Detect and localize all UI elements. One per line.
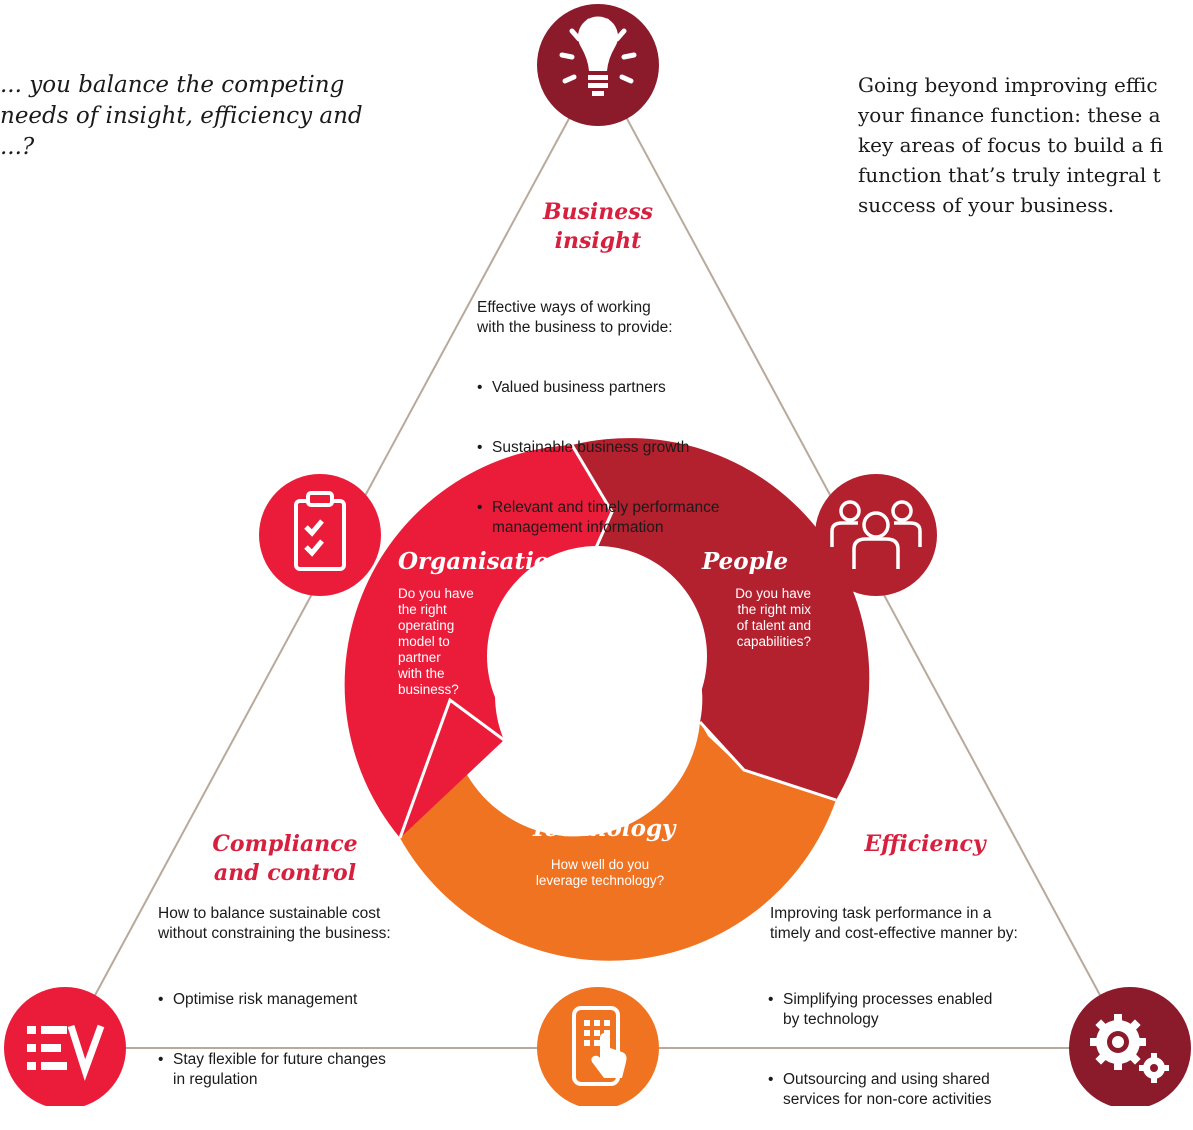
efficiency-bullet: Simplifying processes enabled by technol… (768, 990, 992, 1030)
compliance-title: Compliance and control (212, 831, 358, 886)
efficiency-list: Simplifying processes enabled by technol… (768, 950, 992, 1130)
compliance-list: Optimise risk management Stay flexible f… (158, 950, 386, 1110)
people-question: Do you have the right mix of talent and … (735, 586, 811, 649)
people-title: People (702, 548, 789, 575)
compliance-bullet: Stay flexible for future changes in regu… (158, 1050, 386, 1090)
efficiency-intro: Improving task performance in a timely a… (770, 905, 1018, 942)
compliance-intro: How to balance sustainable cost without … (158, 905, 391, 942)
ring-center (487, 546, 707, 766)
intro-description-text: Going beyond improving effic your financ… (858, 73, 1164, 217)
business-insight-list: Valued business partners Sustainable bus… (477, 338, 719, 558)
business-insight-bullet: Valued business partners (477, 378, 719, 398)
intro-question-text: ... you balance the competing needs of i… (0, 72, 363, 160)
technology-title: Technology (530, 815, 676, 842)
compliance-bullet: Optimise risk management (158, 990, 386, 1010)
business-insight-title: Business insight (542, 199, 654, 254)
technology-question: How well do you leverage technology? (535, 857, 665, 888)
efficiency-bullet: Outsourcing and using shared services fo… (768, 1070, 992, 1110)
diagram-canvas (4, 4, 1191, 1106)
lightbulb-icon (537, 4, 659, 126)
clipboard-checklist-icon (259, 474, 381, 596)
business-insight-intro: Effective ways of working with the busin… (477, 299, 673, 336)
segment-organisation (344, 445, 612, 838)
mobile-touch-icon (537, 987, 659, 1106)
segment-technology (400, 700, 836, 961)
business-insight-bullet: Relevant and timely performance manageme… (477, 498, 719, 538)
gears-icon (1069, 987, 1191, 1106)
business-insight-bullet: Sustainable business growth (477, 438, 719, 458)
efficiency-title: Efficiency (864, 831, 986, 857)
people-group-icon (815, 474, 937, 596)
organisation-question: Do you have the right operating model to… (398, 586, 474, 697)
list-checkmark-icon (4, 987, 126, 1106)
organisation-title: Organisation (398, 548, 566, 575)
